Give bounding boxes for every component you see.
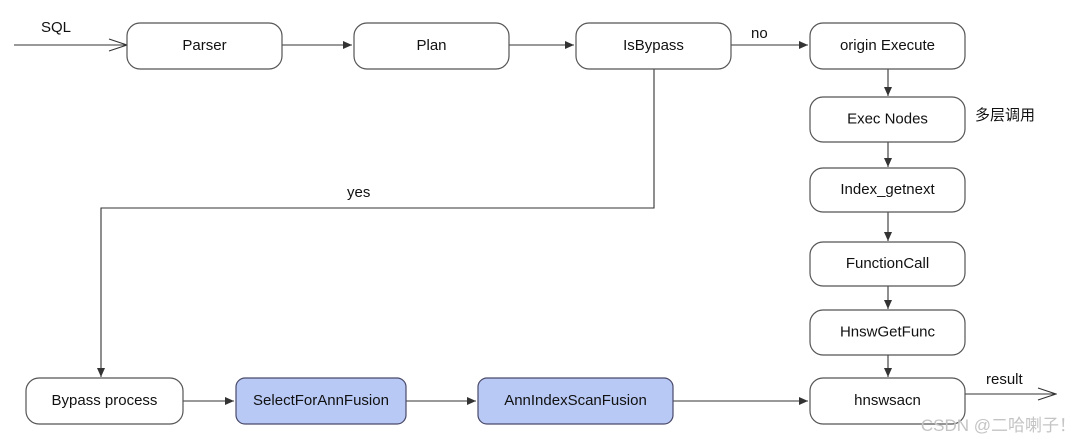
node-bypass-process: Bypass process [25,377,184,425]
node-index-getnext: Index_getnext [809,167,966,213]
node-selectforannfusion-label: SelectForAnnFusion [253,392,389,409]
node-bypass-process-label: Bypass process [52,392,158,409]
node-selectforannfusion: SelectForAnnFusion [235,377,407,425]
watermark: CSDN @二哈喇子！ [921,416,1076,435]
label-result: result [986,371,1024,388]
node-exec-nodes-label: Exec Nodes [847,110,928,127]
node-isbypass: IsBypass [575,22,732,70]
node-hnswgetfunc-label: HnswGetFunc [840,323,936,340]
node-isbypass-label: IsBypass [623,37,684,54]
node-annindexscanfusion-label: AnnIndexScanFusion [504,392,647,409]
node-parser: Parser [126,22,283,70]
label-no: no [751,25,768,42]
node-origin-execute: origin Execute [809,22,966,70]
node-hnswgetfunc: HnswGetFunc [809,309,966,356]
node-functioncall-label: FunctionCall [846,255,929,272]
node-index-getnext-label: Index_getnext [840,181,935,198]
node-hnswsacn-label: hnswsacn [854,392,921,409]
node-plan: Plan [353,22,510,70]
label-sql: SQL [41,19,71,36]
label-yes: yes [347,184,370,201]
node-plan-label: Plan [416,37,446,54]
node-annindexscanfusion: AnnIndexScanFusion [477,377,674,425]
edge-isbypass-yes-to-bypass-process [97,69,655,377]
node-exec-nodes: Exec Nodes [809,96,966,143]
node-hnswsacn: hnswsacn [809,377,966,425]
node-parser-label: Parser [182,37,226,54]
label-multi-layer-call: 多层调用 [975,107,1035,124]
node-origin-execute-label: origin Execute [840,37,935,54]
node-functioncall: FunctionCall [809,241,966,287]
